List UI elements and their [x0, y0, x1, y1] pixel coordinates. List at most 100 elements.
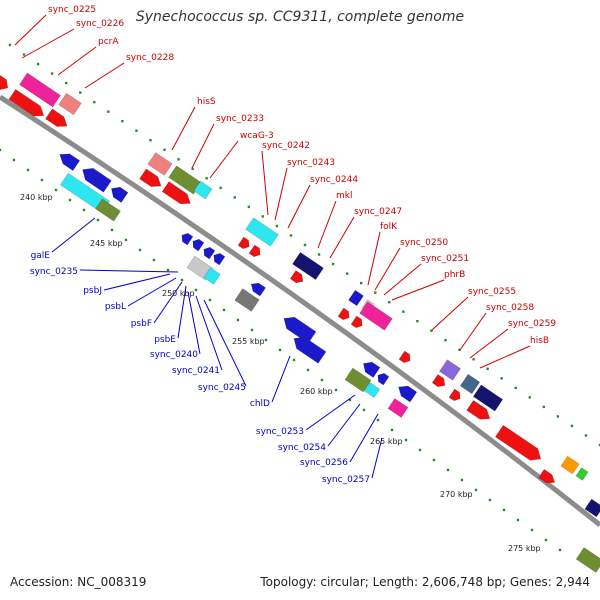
tick-dot: [64, 81, 68, 85]
tick-dot: [544, 538, 548, 542]
gene-label-psbJ: psbJ: [83, 286, 102, 296]
kbp-label: 270 kbp: [440, 490, 473, 499]
tick-dot: [152, 258, 156, 262]
leader-line: [153, 281, 183, 324]
tick-dot: [317, 253, 321, 256]
feature-orf-f: [560, 455, 580, 475]
leader-line: [209, 140, 239, 179]
gene-label-wcaG-3: wcaG-3: [240, 131, 274, 141]
feature-sync_0251a: [337, 307, 350, 320]
leader-line: [187, 291, 201, 355]
feature-sync_0233: [168, 165, 202, 195]
kbp-label: 250 kbp: [162, 289, 195, 298]
tick-dot: [374, 291, 377, 294]
leader-line: [177, 285, 187, 339]
gene-label-sync_0243: sync_0243: [287, 158, 335, 168]
tick-dot: [458, 348, 461, 351]
gene-label-sync_0233: sync_0233: [216, 114, 264, 124]
feature-psbJ: [95, 198, 121, 222]
tick-dot: [402, 310, 405, 313]
gene-label-sync_0247: sync_0247: [354, 207, 402, 217]
feature-pcrA: [8, 89, 45, 117]
leader-line: [271, 355, 291, 403]
feature-orf-e: [466, 399, 491, 420]
gene-label-psbL: psbL: [105, 302, 126, 312]
gene-features: [0, 72, 600, 573]
tick-dot: [26, 168, 30, 172]
tick-dot: [416, 319, 419, 323]
tick-dot: [36, 62, 40, 66]
tick-dot: [404, 438, 408, 442]
feature-wcaG-3: [193, 180, 213, 200]
gene-label-chlD: chlD: [250, 399, 270, 409]
leader-line: [171, 106, 196, 151]
tick-dot: [54, 188, 58, 192]
tick-dot: [320, 378, 324, 382]
tick-dot: [558, 548, 562, 552]
gene-label-sync_0257: sync_0257: [322, 475, 370, 485]
leader-line: [287, 184, 311, 229]
tick-dot: [472, 358, 475, 361]
feature-orf-i: [584, 498, 600, 518]
kbp-label: 255 kbp: [232, 337, 265, 346]
tick-dot: [500, 377, 503, 380]
tick-dot: [264, 338, 268, 342]
tick-dot: [12, 158, 16, 162]
tick-dot: [68, 198, 72, 202]
kbp-label: 265 kbp: [370, 437, 403, 446]
gene-label-psbE: psbE: [154, 335, 176, 345]
leader-line: [195, 295, 223, 371]
tick-dot: [289, 234, 293, 237]
leader-line: [383, 263, 422, 296]
feature-orf-g: [575, 467, 589, 481]
kbp-label: 240 kbp: [20, 193, 53, 202]
feature-sync_0245: [234, 288, 260, 312]
leader-line: [305, 394, 356, 431]
tick-dot: [121, 119, 124, 123]
tick-dot: [236, 318, 240, 322]
leader-line: [431, 296, 469, 331]
tick-dot: [138, 248, 142, 252]
feature-sync_0251b: [350, 315, 363, 328]
accession-text: Accession: NC_008319: [10, 575, 147, 589]
gene-label-sync_0242: sync_0242: [262, 141, 310, 151]
tick-dot: [474, 488, 478, 492]
leader-line: [84, 62, 125, 89]
tick-dot: [584, 434, 588, 437]
tick-dot: [40, 178, 44, 182]
leader-line: [14, 14, 47, 46]
tick-dot: [110, 228, 114, 232]
feature-hisB: [495, 424, 542, 461]
kbp-label: 260 kbp: [300, 387, 333, 396]
tick-dot: [556, 415, 560, 418]
feature-sync_0253: [363, 361, 381, 378]
tick-dot: [502, 508, 506, 512]
tick-dot: [432, 458, 436, 462]
tick-dot: [50, 72, 54, 75]
tick-dot: [219, 186, 222, 190]
leader-line: [329, 216, 355, 259]
leader-line: [374, 247, 401, 291]
gene-label-sync_0250: sync_0250: [400, 238, 448, 248]
gene-label-hisB: hisB: [530, 336, 549, 346]
gene-label-sync_0241: sync_0241: [172, 366, 220, 376]
tick-dot: [570, 424, 574, 428]
feature-orf-h: [538, 469, 555, 484]
gene-label-psbF: psbF: [131, 319, 152, 329]
tick-dot: [334, 388, 338, 392]
gene-label-sync_0254: sync_0254: [278, 443, 326, 453]
tick-dot: [79, 91, 82, 94]
tick-dot: [191, 167, 194, 171]
tick-dot: [107, 110, 110, 113]
feature-sync_0259: [472, 384, 504, 412]
feature-sync_0242: [245, 217, 279, 247]
tick-dot: [8, 43, 12, 47]
gene-label-mkl: mkl: [336, 191, 352, 201]
leader-line: [479, 345, 531, 369]
tick-dot: [22, 53, 26, 56]
tick-dot: [208, 298, 212, 302]
tick-dot: [96, 218, 100, 222]
gene-labels: sync_0225sync_0226pcrAsync_0228hisSsync_…: [14, 5, 556, 485]
tick-dot: [247, 205, 251, 209]
